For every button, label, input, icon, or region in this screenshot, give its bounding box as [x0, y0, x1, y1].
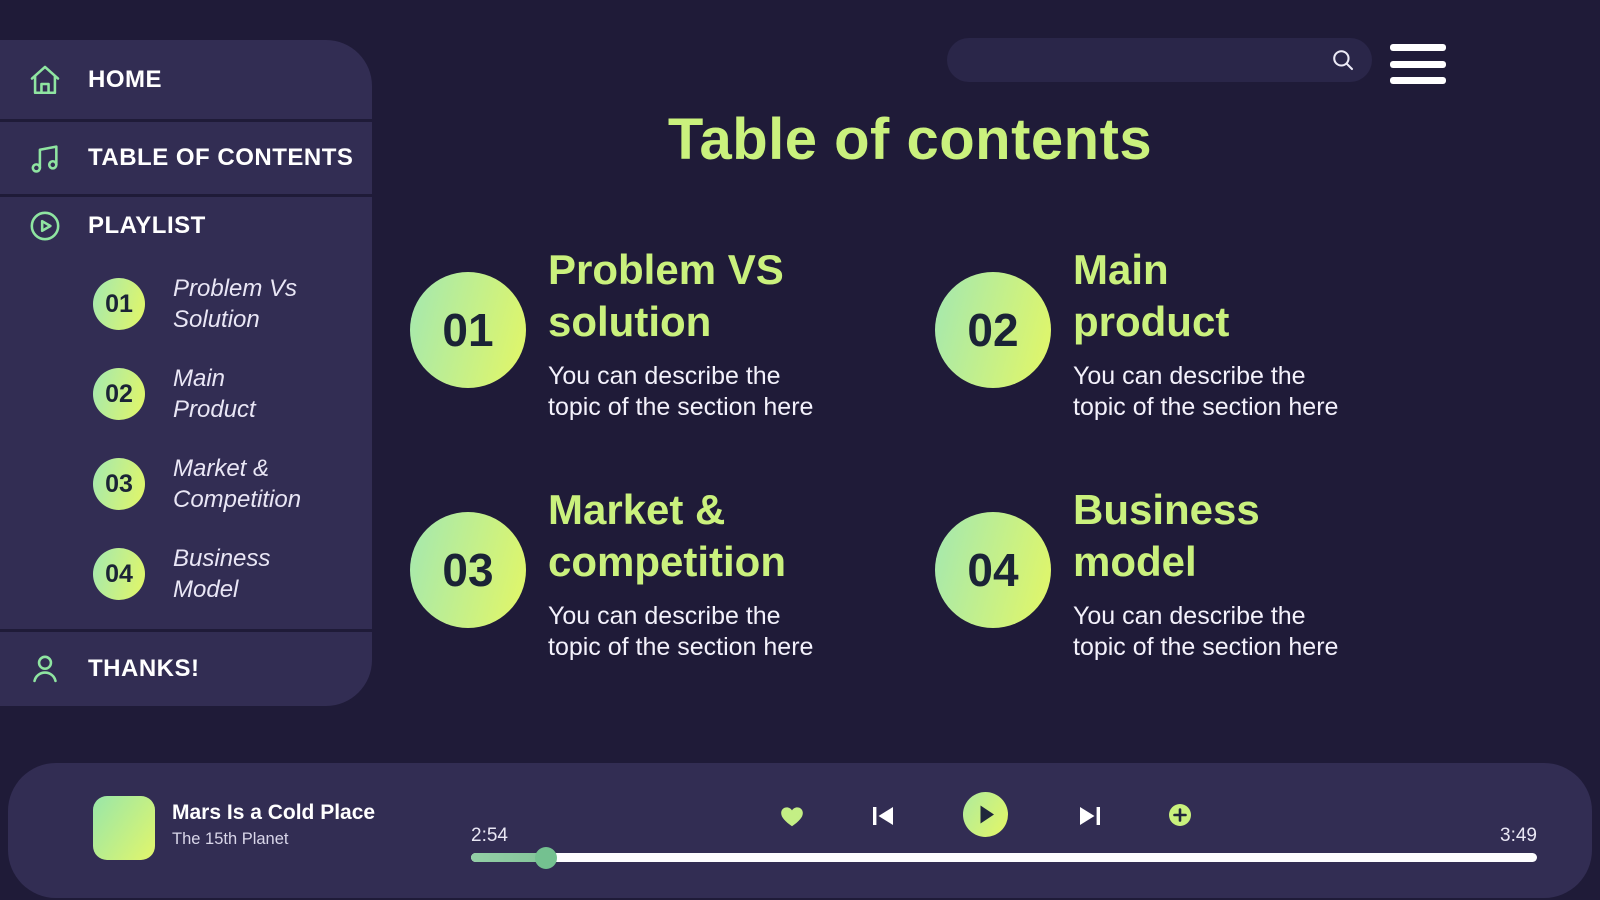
- elapsed-time: 2:54: [471, 825, 508, 846]
- menu-icon[interactable]: [1390, 44, 1446, 84]
- item-description: You can describe the topic of the sectio…: [1073, 602, 1339, 661]
- playlist-item-title: Problem Vs Solution: [173, 275, 298, 333]
- menu-bar: [1390, 44, 1446, 51]
- play-circle-icon: [28, 209, 62, 243]
- item-title: Business model: [1073, 486, 1260, 585]
- playlist-section: PLAYLIST 01 Problem Vs Solution 02 Main …: [0, 197, 372, 632]
- sidebar-item-thanks[interactable]: THANKS!: [0, 632, 372, 706]
- item-title: Market & competition: [548, 486, 786, 585]
- sidebar-item-table-of-contents[interactable]: TABLE OF CONTENTS: [0, 122, 372, 197]
- playlist-number-badge: 04: [93, 548, 145, 600]
- playlist-item[interactable]: 02 Main Product: [0, 349, 372, 439]
- sidebar: HOME TABLE OF CONTENTS PLAYLIST: [0, 40, 372, 706]
- like-button[interactable]: [779, 804, 805, 828]
- home-icon: [28, 63, 62, 97]
- person-icon: [28, 652, 62, 686]
- search-input[interactable]: [947, 49, 1330, 71]
- item-title: Main product: [1073, 246, 1230, 345]
- music-note-icon: [28, 141, 62, 175]
- search-bar[interactable]: [947, 38, 1372, 82]
- playlist-item-title: Market & Competition: [173, 455, 302, 513]
- plus-button[interactable]: [1168, 803, 1192, 827]
- playlist-item[interactable]: 04 Business Model: [0, 529, 372, 619]
- playlist-item-title: Business Model: [173, 545, 271, 603]
- item-description: You can describe the topic of the sectio…: [548, 602, 814, 661]
- item-title: Problem VS solution: [548, 246, 784, 345]
- sidebar-item-label: PLAYLIST: [88, 212, 206, 239]
- item-description: You can describe the topic of the sectio…: [1073, 362, 1339, 421]
- playlist-list: 01 Problem Vs Solution 02 Main Product 0…: [0, 255, 372, 619]
- item-number-badge: 01: [410, 272, 526, 388]
- play-button[interactable]: [963, 792, 1008, 837]
- previous-button[interactable]: [872, 806, 894, 826]
- progress-fill: [471, 846, 557, 869]
- playlist-number-badge: 02: [93, 368, 145, 420]
- page-title: Table of contents: [667, 107, 1153, 172]
- playlist-item-title: Main Product: [173, 365, 256, 423]
- item-number-badge: 03: [410, 512, 526, 628]
- menu-bar: [1390, 77, 1446, 84]
- playlist-number-badge: 03: [93, 458, 145, 510]
- next-button[interactable]: [1079, 806, 1101, 826]
- sidebar-item-playlist[interactable]: PLAYLIST: [0, 197, 372, 255]
- item-number-badge: 04: [935, 512, 1051, 628]
- search-icon[interactable]: [1330, 47, 1356, 73]
- song-artist: The 15th Planet: [172, 830, 289, 848]
- song-title: Mars Is a Cold Place: [172, 801, 376, 824]
- total-time: 3:49: [1500, 825, 1537, 846]
- item-number-badge: 02: [935, 272, 1051, 388]
- song-info: Mars Is a Cold Place The 15th Planet: [172, 801, 375, 849]
- sidebar-item-home[interactable]: HOME: [0, 40, 372, 122]
- player-bar: Mars Is a Cold Place The 15th Planet: [8, 763, 1592, 898]
- playlist-item[interactable]: 03 Market & Competition: [0, 439, 372, 529]
- playlist-item[interactable]: 01 Problem Vs Solution: [0, 259, 372, 349]
- album-art: [93, 796, 155, 860]
- progress-thumb[interactable]: [534, 846, 557, 869]
- sidebar-item-label: TABLE OF CONTENTS: [88, 144, 354, 171]
- menu-bar: [1390, 60, 1446, 68]
- item-description: You can describe the topic of the sectio…: [548, 362, 814, 421]
- progress-bar[interactable]: [471, 846, 1537, 869]
- playlist-number-badge: 01: [93, 278, 145, 330]
- sidebar-item-label: THANKS!: [88, 655, 200, 682]
- sidebar-item-label: HOME: [88, 65, 162, 93]
